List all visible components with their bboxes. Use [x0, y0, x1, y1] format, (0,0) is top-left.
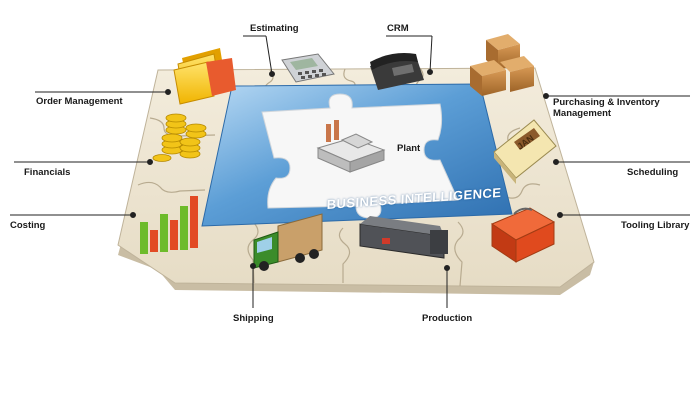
boxes-icon — [470, 34, 534, 96]
leader-lines — [10, 35, 690, 308]
label-production: Production — [422, 313, 473, 324]
phone-icon — [370, 53, 424, 90]
label-financials: Financials — [24, 167, 71, 178]
label-costing: Costing — [10, 220, 46, 231]
truck-icon — [253, 213, 323, 271]
coins-icon — [152, 113, 207, 162]
plant-icon — [316, 120, 386, 173]
label-purchasing-inventory: Purchasing & Inventory — [553, 97, 660, 108]
folders-icon — [173, 48, 236, 105]
label-scheduling: Scheduling — [627, 167, 679, 178]
bar-chart-icon — [140, 196, 198, 254]
label-purchasing-management: Management — [553, 108, 612, 119]
calculator-icon — [281, 53, 335, 83]
puzzle-seams — [137, 67, 541, 287]
label-plant: Plant — [397, 143, 421, 154]
label-estimating: Estimating — [250, 23, 299, 34]
label-order-management: Order Management — [36, 96, 123, 107]
calendar-icon: JAN — [493, 119, 557, 184]
toolbox-icon — [490, 207, 556, 263]
label-crm: CRM — [387, 23, 409, 34]
label-shipping: Shipping — [233, 313, 274, 324]
machine-icon — [359, 216, 448, 259]
label-tooling-library: Tooling Library — [621, 220, 690, 231]
